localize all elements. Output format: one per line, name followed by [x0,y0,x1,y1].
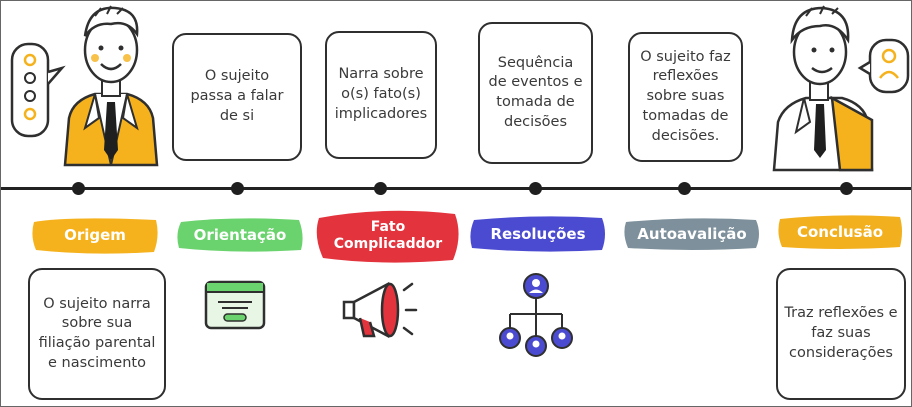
timeline-line [0,187,912,190]
description-card-orientacao: O sujeito passa a falar de si [172,33,302,161]
man-right-icon [772,5,874,172]
stage-label-autoavaliacao: Autoavalição [637,225,747,243]
timeline-dot [374,182,387,195]
timeline-dot [231,182,244,195]
stage-label-orientacao: Orientação [193,226,287,244]
megaphone-icon [342,281,418,339]
stage-label-bg-fato-complicador [316,210,459,263]
stage-label-bg-conclusao [778,215,902,249]
description-card-autoavaliacao: O sujeito faz reflexões sobre suas tomad… [628,32,743,162]
stage-label-bg-orientacao [177,218,303,252]
description-card-resolucoes: Sequência de eventos e tomada de decisõe… [478,22,593,164]
description-card-origem: O sujeito narra sobre sua filiação paren… [28,268,166,400]
stage-label-bg-resolucoes [470,216,605,252]
man-left-icon [63,5,159,167]
stage-label-bg-origem [32,218,158,254]
timeline-dot [529,182,542,195]
timeline-dot [72,182,85,195]
network-people-icon [499,273,573,357]
stage-label-origem: Origem [64,226,126,244]
stage-label-resolucoes: Resoluções [490,225,586,243]
stage-label-bg-autoavaliacao [624,218,759,250]
browser-window-icon [204,280,266,330]
description-card-conclusao: Traz reflexões e faz suas considerações [776,268,906,400]
timeline-dot [840,182,853,195]
stage-label-fato-complicador: Fato Complicaddor [333,219,443,252]
description-card-fato-complicador: Narra sobre o(s) fato(s) implicadores [325,31,437,159]
timeline-dot [678,182,691,195]
speech-bubble-right-icon [857,38,910,94]
speech-bubble-left-icon [10,42,66,138]
stage-label-conclusao: Conclusão [796,223,884,241]
